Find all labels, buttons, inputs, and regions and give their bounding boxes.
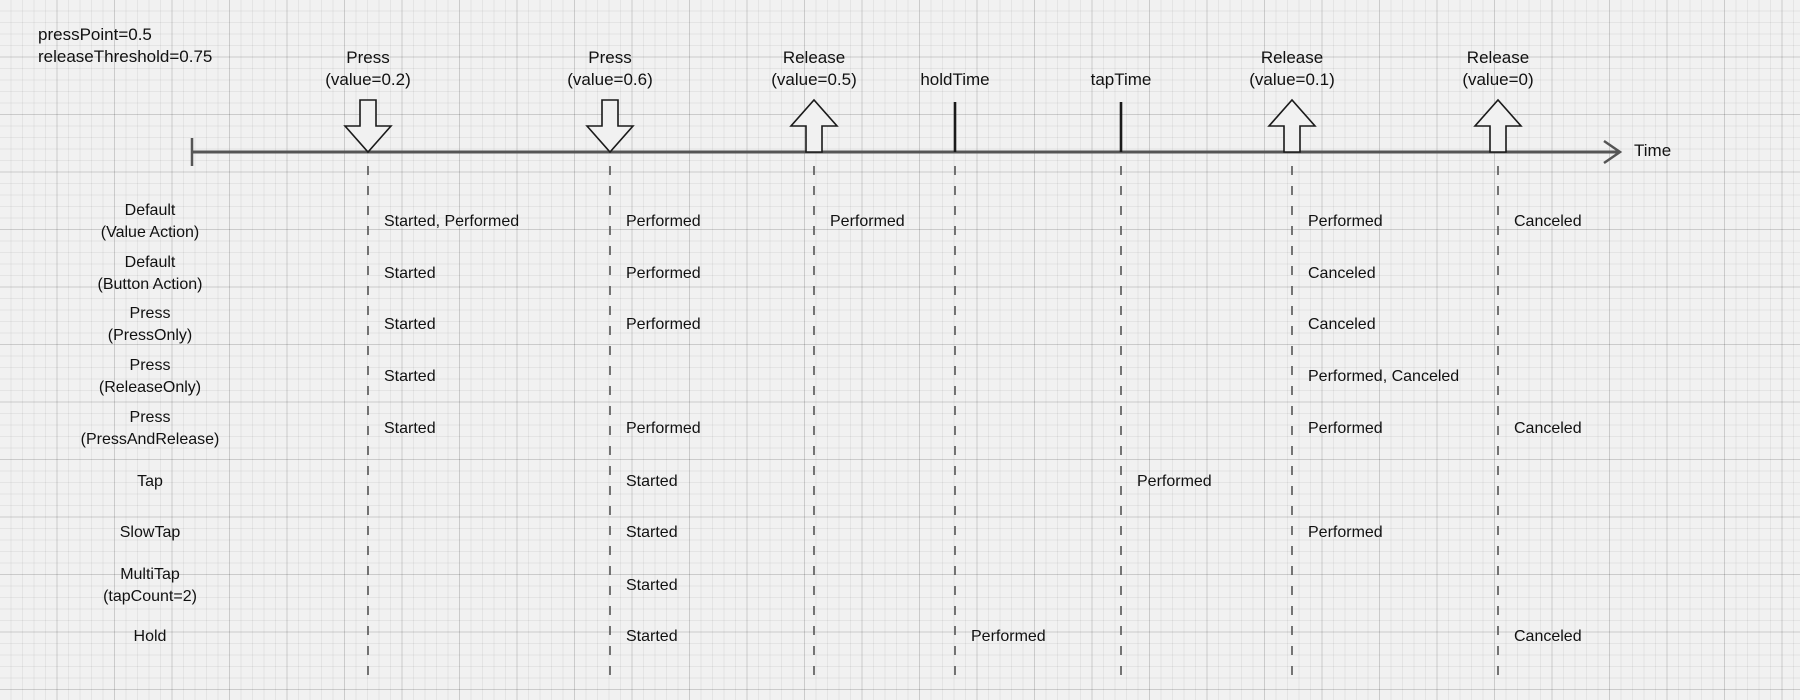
cell-default-value-action-press-0-2: Started, Performed: [384, 213, 520, 230]
arrow-up-icon: [1267, 98, 1317, 153]
cell-press-pressonly-press-0-6: Performed: [626, 316, 701, 333]
row-label-press-releaseonly: Press (ReleaseOnly): [98, 357, 202, 396]
cell-default-value-action-release-0: Canceled: [1514, 213, 1582, 230]
event-label-release-0-1: Release (value=0.1): [1249, 48, 1335, 89]
cell-tap-tap-time: Performed: [1137, 473, 1212, 490]
event-label-release-0: Release (value=0): [1462, 48, 1534, 89]
cell-slowtap-release-0-1: Performed: [1308, 524, 1383, 541]
cell-slowtap-press-0-6: Started: [626, 524, 678, 541]
event-label-release-0-5: Release (value=0.5): [771, 48, 857, 89]
parameters-note: pressPoint=0.5 releaseThreshold=0.75: [38, 25, 213, 66]
event-label-tap-time: tapTime: [1090, 70, 1152, 89]
row-label-press-pressonly: Press (PressOnly): [107, 305, 193, 344]
row-label-press-pressandrelease: Press (PressAndRelease): [80, 409, 220, 448]
cell-press-pressandrelease-press-0-2: Started: [384, 420, 436, 437]
arrow-up-icon: [1473, 98, 1523, 153]
arrow-down-icon: [585, 99, 635, 154]
row-label-tap: Tap: [137, 473, 163, 490]
event-label-hold-time: holdTime: [920, 70, 990, 89]
event-label-press-0-6: Press (value=0.6): [567, 48, 653, 89]
event-label-press-0-2: Press (value=0.2): [325, 48, 411, 89]
row-label-slowtap: SlowTap: [119, 524, 181, 541]
arrow-up-icon: [789, 98, 839, 153]
row-label-default-button-action: Default (Button Action): [97, 254, 203, 293]
row-label-default-value-action: Default (Value Action): [100, 202, 200, 241]
cell-default-value-action-release-0-1: Performed: [1308, 213, 1383, 230]
cell-tap-press-0-6: Started: [626, 473, 678, 490]
cell-default-button-action-press-0-2: Started: [384, 265, 436, 282]
cell-press-pressandrelease-press-0-6: Performed: [626, 420, 701, 437]
arrow-down-icon: [343, 99, 393, 154]
cell-default-value-action-release-0-5: Performed: [830, 213, 905, 230]
row-label-hold: Hold: [133, 628, 167, 645]
time-axis-label: Time: [1634, 141, 1672, 160]
cell-press-pressandrelease-release-0-1: Performed: [1308, 420, 1383, 437]
cell-default-button-action-press-0-6: Performed: [626, 265, 701, 282]
row-label-multitap: MultiTap (tapCount=2): [103, 566, 197, 605]
cell-hold-press-0-6: Started: [626, 628, 678, 645]
time-axis-arrowhead: [1603, 139, 1623, 165]
cell-press-pressonly-press-0-2: Started: [384, 316, 436, 333]
cell-default-value-action-press-0-6: Performed: [626, 213, 701, 230]
cell-press-pressandrelease-release-0: Canceled: [1514, 420, 1582, 437]
cell-multitap-press-0-6: Started: [626, 577, 678, 594]
cell-press-pressonly-release-0-1: Canceled: [1308, 316, 1376, 333]
cell-hold-release-0: Canceled: [1514, 628, 1582, 645]
cell-press-releaseonly-release-0-1: Performed, Canceled: [1308, 368, 1460, 385]
cell-default-button-action-release-0-1: Canceled: [1308, 265, 1376, 282]
cell-hold-hold-time: Performed: [971, 628, 1046, 645]
cell-press-releaseonly-press-0-2: Started: [384, 368, 436, 385]
